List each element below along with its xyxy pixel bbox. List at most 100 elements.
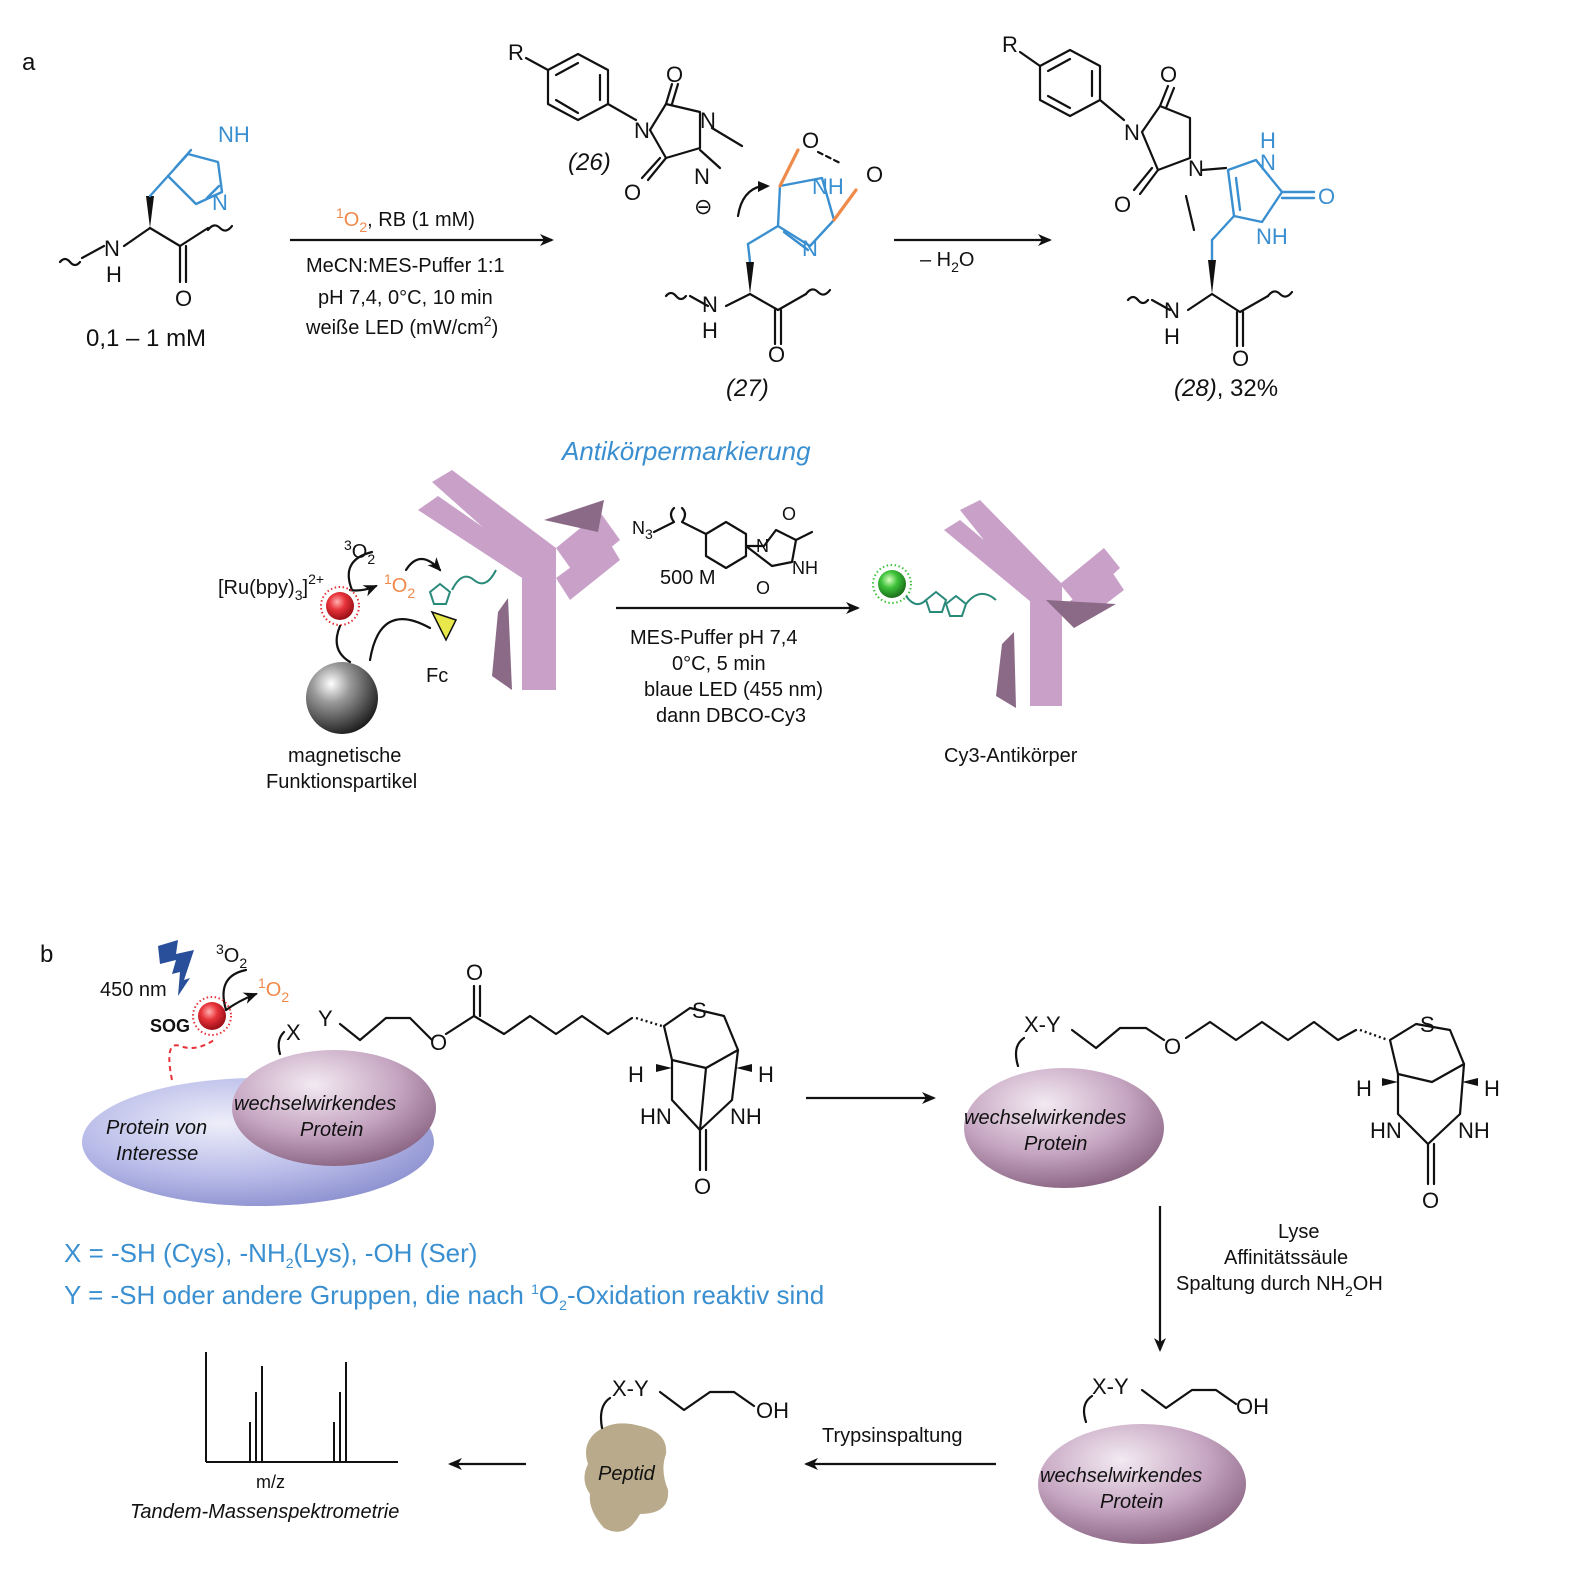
peroxide-o-2: O — [866, 162, 883, 187]
sog-photosensitizer-ball — [198, 1002, 226, 1030]
label-xy-1: X-Y — [1024, 1012, 1061, 1037]
label-hn: HN — [1370, 1118, 1402, 1143]
dye-linker-right — [905, 590, 997, 617]
peptide-xy: X-Y — [612, 1376, 649, 1401]
x-definition: X = -SH (Cys), -NH2(Lys), -OH (Ser) — [64, 1238, 477, 1271]
interacting-protein — [232, 1050, 436, 1166]
poi-label-1: Protein von — [106, 1117, 207, 1139]
step-cleave: Spaltung durch NH2OH — [1176, 1273, 1383, 1299]
atom-nh-1: NH — [812, 174, 844, 199]
antibody-labeling-title: Antikörpermarkierung — [560, 436, 811, 466]
p-atom-n-3: N — [1260, 150, 1276, 175]
atom-n-1: N — [634, 118, 650, 143]
wavelength-label: 450 nm — [100, 979, 167, 1001]
probe-s: S — [692, 998, 707, 1023]
his-nh-label: NH — [218, 122, 250, 147]
minus-water-label: – H2O — [920, 249, 974, 275]
step-affinity: Affinitätssäule — [1224, 1247, 1348, 1269]
reagent-concentration: 500 M — [660, 567, 716, 589]
atom-o-3: O — [768, 342, 785, 367]
cleaved-xy: X-Y — [1092, 1374, 1129, 1399]
peptide-label: Peptid — [598, 1463, 656, 1485]
p-atom-o-1: O — [1160, 62, 1177, 87]
p-atom-nh: NH — [1256, 224, 1288, 249]
singlet-o2-label-b: 1O2 — [258, 975, 289, 1005]
magnetic-particle — [306, 662, 378, 734]
condition-solvent: MeCN:MES-Puffer 1:1 — [306, 255, 505, 277]
mz-axis-label: m/z — [256, 1472, 285, 1492]
probe-hn: HN — [640, 1104, 672, 1129]
p-atom-n-1: N — [1124, 120, 1140, 145]
label-o-ether: O — [1164, 1034, 1181, 1059]
reagent-nh: NH — [792, 558, 818, 578]
biotin-probe-left: X Y O O S H H HN NH O — [277, 960, 774, 1199]
atom-o-1: O — [666, 62, 683, 87]
intermediate-structure: R O N N N O ⊖ O O NH N N H O — [508, 40, 883, 367]
ip-label-3: wechselwirkendes — [964, 1107, 1126, 1129]
condition-reagent: 1O2, RB (1 mM) — [336, 205, 475, 235]
trypsin-label: Trypsinspaltung — [822, 1425, 962, 1447]
cleaved-oh: OH — [1236, 1394, 1269, 1419]
label-o-urea: O — [1422, 1188, 1439, 1213]
p-atom-o-2: O — [1114, 192, 1131, 217]
his-n-label: N — [104, 236, 120, 261]
concentration-label: 0,1 – 1 mM — [86, 325, 206, 352]
charge-sign: ⊖ — [694, 194, 712, 219]
r-label-1: R — [508, 40, 524, 65]
r-label-2: R — [1002, 32, 1018, 57]
ru-photosensitizer-ball — [326, 592, 354, 620]
fc-binder-triangle — [430, 610, 458, 642]
peptide-blob — [584, 1423, 669, 1532]
fc-label: Fc — [426, 665, 448, 687]
reagent-o-1: O — [782, 504, 796, 524]
p-atom-h-2: H — [1164, 324, 1180, 349]
atom-n-2: N — [700, 108, 716, 133]
probe-h-left: H — [628, 1062, 644, 1087]
antibody-left — [418, 470, 620, 690]
atom-n-5: N — [702, 292, 718, 317]
ip-label-6: Protein — [1100, 1491, 1163, 1513]
ip-label-2: Protein — [300, 1119, 363, 1141]
probe-x: X — [286, 1020, 301, 1045]
particle-label-1: magnetische — [288, 745, 401, 767]
panel-a-label: a — [22, 49, 36, 76]
his-o-label: O — [175, 286, 192, 311]
dye-linker-left — [428, 569, 497, 605]
probe-nh: NH — [730, 1104, 762, 1129]
azide-n3: N3 — [632, 518, 653, 542]
probe-h-right: H — [758, 1062, 774, 1087]
atom-n-4: N — [802, 236, 818, 261]
antibody-cond-4: dann DBCO-Cy3 — [656, 705, 806, 727]
his-h-label: H — [106, 262, 122, 287]
reagent-n-1: N — [756, 536, 769, 556]
step-lyse: Lyse — [1278, 1221, 1320, 1243]
compound-27-label: (27) — [726, 375, 769, 402]
ptad-azide-reagent: N3 O N NH O — [632, 504, 818, 598]
condition-ph: pH 7,4, 0°C, 10 min — [318, 287, 493, 309]
antibody-cond-1: MES-Puffer pH 7,4 — [630, 627, 797, 649]
p-atom-n-2: N — [1188, 156, 1204, 181]
peptide-oh: OH — [756, 1398, 789, 1423]
poi-label-2: Interesse — [116, 1143, 198, 1165]
singlet-o2-label-a: 1O2 — [384, 571, 415, 601]
reagent-o-2: O — [756, 578, 770, 598]
probe-y: Y — [318, 1006, 333, 1031]
probe-o-carbonyl: O — [466, 960, 483, 985]
labeled-interacting-protein — [964, 1068, 1164, 1188]
compound-26-label: (26) — [568, 149, 611, 176]
y-definition: Y = -SH oder andere Gruppen, die nach 1O… — [64, 1280, 824, 1313]
triplet-o2-label-a: 3O2 — [344, 537, 375, 567]
particle-label-2: Funktionspartikel — [266, 771, 417, 793]
lightning-icon — [158, 940, 194, 996]
label-h-left: H — [1356, 1076, 1372, 1101]
p-atom-o-3: O — [1318, 184, 1335, 209]
antibody-cond-2: 0°C, 5 min — [672, 653, 766, 675]
p-atom-h-1: H — [1260, 128, 1276, 153]
p-atom-o-4: O — [1232, 346, 1249, 371]
biotin-probe-right: X-Y O S H H HN NH O — [1014, 1012, 1500, 1213]
ru-complex-label: [Ru(bpy)3]2+ — [218, 571, 324, 603]
probe-o-urea: O — [694, 1174, 711, 1199]
panel-b-label: b — [40, 941, 53, 968]
histidine-structure: N H O NH N — [58, 122, 250, 311]
